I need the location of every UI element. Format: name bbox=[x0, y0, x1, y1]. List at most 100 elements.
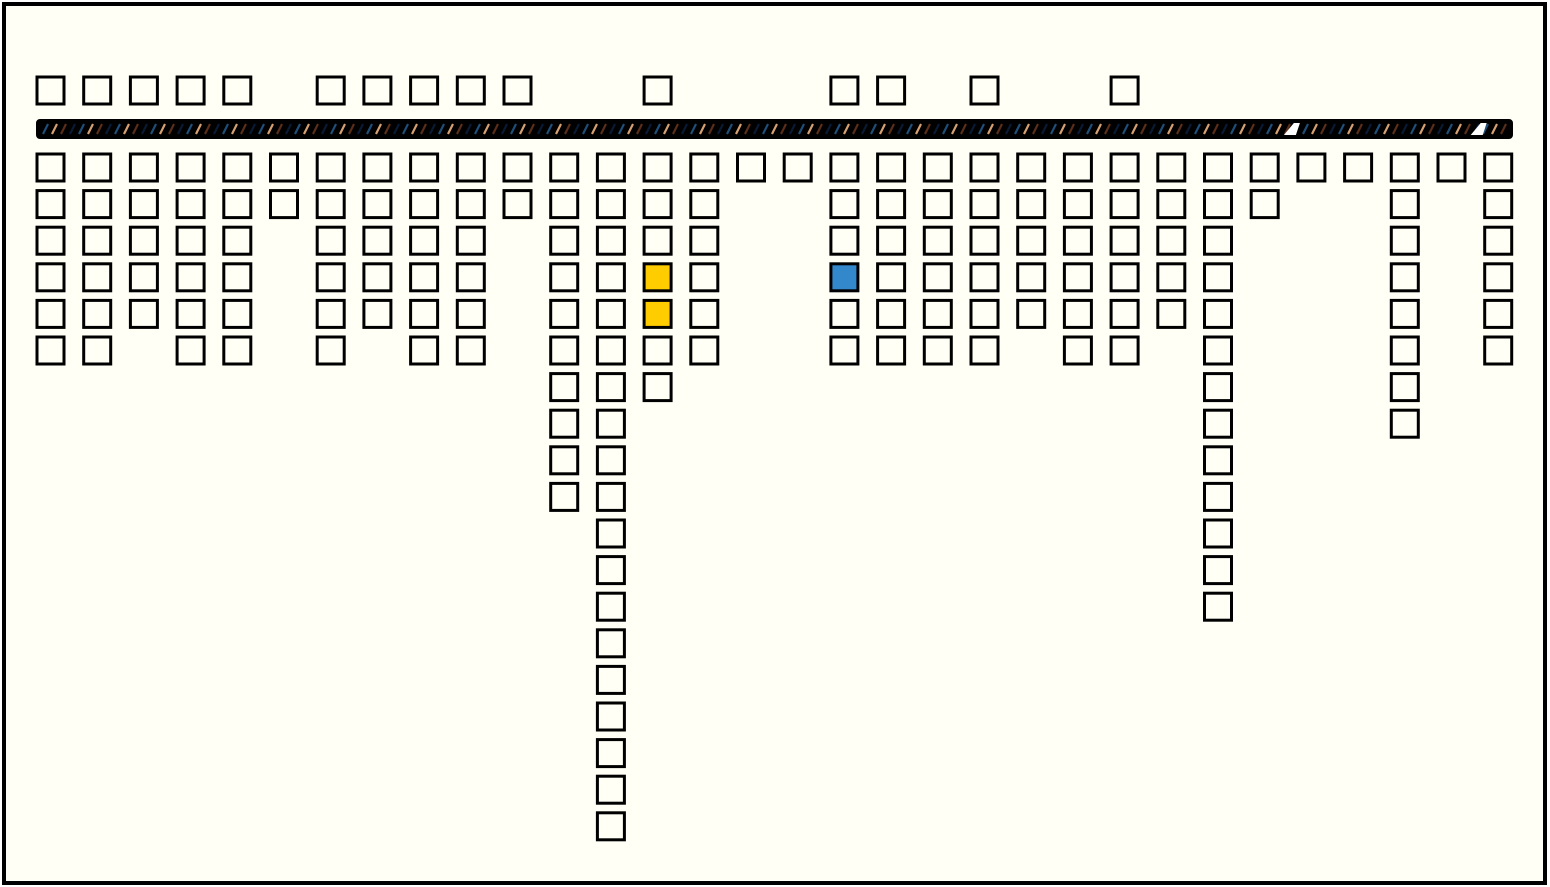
stack-box[interactable] bbox=[1109, 152, 1140, 183]
stack-box[interactable] bbox=[362, 225, 393, 256]
stack-box[interactable] bbox=[1389, 408, 1420, 439]
stack-box[interactable] bbox=[549, 189, 580, 220]
stack-box[interactable] bbox=[35, 335, 66, 366]
stack-box[interactable] bbox=[689, 225, 720, 256]
stack-box[interactable] bbox=[269, 152, 299, 183]
stack-box[interactable] bbox=[922, 335, 953, 366]
stack-box[interactable] bbox=[689, 298, 720, 329]
stack-box[interactable] bbox=[1483, 262, 1514, 293]
stack-box[interactable] bbox=[595, 811, 626, 842]
stack-box[interactable] bbox=[1203, 445, 1233, 476]
stack-box[interactable] bbox=[922, 189, 953, 220]
stack-box[interactable] bbox=[969, 298, 1000, 329]
stack-box[interactable] bbox=[1016, 152, 1047, 183]
stack-box[interactable] bbox=[1483, 298, 1514, 329]
stack-box[interactable] bbox=[502, 189, 533, 220]
top-row-box[interactable] bbox=[175, 75, 206, 106]
stack-box[interactable] bbox=[35, 262, 66, 293]
stack-box[interactable] bbox=[595, 591, 626, 622]
stack-box[interactable] bbox=[1109, 262, 1140, 293]
stack-box[interactable] bbox=[922, 225, 953, 256]
stack-box[interactable] bbox=[595, 664, 626, 695]
top-row-box[interactable] bbox=[222, 75, 253, 106]
stack-box[interactable] bbox=[549, 408, 580, 439]
stack-box[interactable] bbox=[689, 262, 720, 293]
stack-box[interactable] bbox=[1203, 408, 1233, 439]
stack-box[interactable] bbox=[315, 335, 346, 366]
stack-box[interactable] bbox=[1156, 152, 1187, 183]
stack-box[interactable] bbox=[455, 335, 486, 366]
stack-box[interactable] bbox=[1016, 262, 1047, 293]
stack-box[interactable] bbox=[35, 189, 66, 220]
top-row-box[interactable] bbox=[409, 75, 440, 106]
stack-box[interactable] bbox=[315, 225, 346, 256]
stack-box[interactable] bbox=[549, 335, 580, 366]
stack-box[interactable] bbox=[222, 298, 253, 329]
stack-box[interactable] bbox=[1203, 481, 1233, 512]
stack-box[interactable] bbox=[1203, 298, 1233, 329]
stack-box[interactable] bbox=[175, 152, 206, 183]
stack-box[interactable] bbox=[1203, 335, 1233, 366]
stack-box[interactable] bbox=[595, 225, 626, 256]
top-row-box[interactable] bbox=[969, 75, 1000, 106]
stack-box[interactable] bbox=[222, 189, 253, 220]
stack-box[interactable] bbox=[409, 335, 440, 366]
stack-box[interactable] bbox=[1389, 189, 1420, 220]
top-row-box[interactable] bbox=[829, 75, 860, 106]
stack-box[interactable] bbox=[595, 408, 626, 439]
stack-box[interactable] bbox=[642, 335, 673, 366]
stack-box[interactable] bbox=[595, 262, 626, 293]
stack-box[interactable] bbox=[689, 152, 720, 183]
stack-box[interactable] bbox=[362, 262, 393, 293]
stack-box[interactable] bbox=[128, 262, 159, 293]
stack-box[interactable] bbox=[1203, 152, 1233, 183]
stack-box[interactable] bbox=[1389, 335, 1420, 366]
stack-box[interactable] bbox=[455, 225, 486, 256]
stack-box[interactable] bbox=[595, 189, 626, 220]
stack-box[interactable] bbox=[1062, 225, 1093, 256]
stack-box[interactable] bbox=[1109, 189, 1140, 220]
stack-box[interactable] bbox=[642, 225, 673, 256]
top-row-box[interactable] bbox=[82, 75, 113, 106]
top-row-box[interactable] bbox=[1109, 75, 1140, 106]
stack-box[interactable] bbox=[549, 481, 580, 512]
stack-box[interactable] bbox=[549, 262, 580, 293]
stack-box[interactable] bbox=[1203, 189, 1233, 220]
stack-box[interactable] bbox=[35, 152, 66, 183]
stack-box[interactable] bbox=[222, 152, 253, 183]
stack-box[interactable] bbox=[1203, 372, 1233, 403]
stack-box[interactable] bbox=[922, 262, 953, 293]
stack-box[interactable] bbox=[362, 189, 393, 220]
stack-box[interactable] bbox=[362, 298, 393, 329]
stack-box[interactable] bbox=[175, 262, 206, 293]
stack-box[interactable] bbox=[1389, 225, 1420, 256]
stack-box[interactable] bbox=[595, 738, 626, 769]
stack-box[interactable] bbox=[1296, 152, 1327, 183]
stack-box[interactable] bbox=[1109, 225, 1140, 256]
stack-box[interactable] bbox=[1156, 189, 1187, 220]
stack-box[interactable] bbox=[82, 298, 113, 329]
stack-box[interactable] bbox=[1389, 262, 1420, 293]
stack-box[interactable] bbox=[128, 189, 159, 220]
stack-box[interactable] bbox=[549, 372, 580, 403]
stack-box[interactable] bbox=[969, 152, 1000, 183]
stack-box[interactable] bbox=[1249, 152, 1280, 183]
stack-box[interactable] bbox=[1016, 298, 1047, 329]
stack-box[interactable] bbox=[1203, 518, 1233, 549]
stack-box[interactable] bbox=[642, 189, 673, 220]
stack-box[interactable] bbox=[969, 262, 1000, 293]
stack-box[interactable] bbox=[1249, 189, 1280, 220]
stack-box[interactable] bbox=[595, 555, 626, 586]
stack-box[interactable] bbox=[549, 298, 580, 329]
stack-box[interactable] bbox=[1389, 372, 1420, 403]
stack-box[interactable] bbox=[362, 152, 393, 183]
stack-box[interactable] bbox=[1203, 225, 1233, 256]
highlighted-box-yellow[interactable] bbox=[642, 298, 673, 329]
stack-box[interactable] bbox=[642, 372, 673, 403]
stack-box[interactable] bbox=[128, 298, 159, 329]
stack-box[interactable] bbox=[642, 152, 673, 183]
stack-box[interactable] bbox=[595, 152, 626, 183]
stack-box[interactable] bbox=[1156, 262, 1187, 293]
stack-box[interactable] bbox=[549, 152, 580, 183]
stack-box[interactable] bbox=[1016, 189, 1047, 220]
